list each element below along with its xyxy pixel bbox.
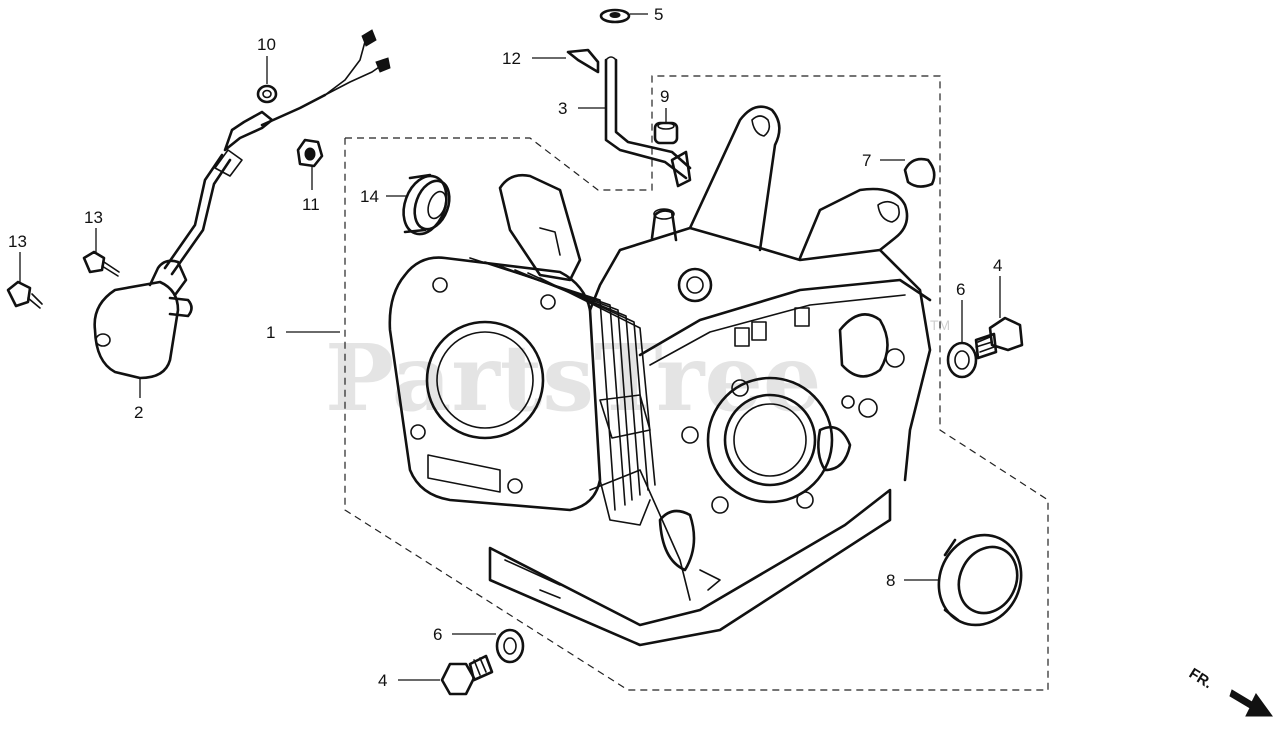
washer-bottom: [495, 628, 525, 664]
breather-pipe: [604, 56, 692, 188]
oil-level-switch: [93, 29, 391, 380]
grommet: [653, 121, 679, 145]
bolt-mid: [82, 250, 120, 277]
callout-7: 7: [862, 151, 871, 170]
front-direction-indicator: FR.: [1186, 665, 1273, 717]
flange-bolt-right: [974, 316, 1024, 360]
callout-4-bottom: 4: [378, 671, 387, 690]
callout-9: 9: [660, 87, 669, 106]
callout-11: 11: [302, 195, 320, 214]
crankcase-cylinder-block: [388, 105, 932, 647]
washer: [256, 84, 278, 104]
callout-12: 12: [502, 49, 521, 68]
bolt-left: [6, 280, 43, 309]
callout-13-mid: 13: [84, 208, 103, 227]
leader-lines: [19, 13, 1001, 681]
callout-3: 3: [558, 99, 567, 118]
callout-2: 2: [134, 403, 143, 422]
front-arrow-icon: [1229, 689, 1273, 717]
callout-8: 8: [886, 571, 895, 590]
callout-6-bottom: 6: [433, 625, 442, 644]
callout-13-left: 13: [8, 232, 27, 251]
front-label: FR.: [1186, 665, 1216, 692]
callout-labels: 1 2 3 4 4 5 6 6 7 8 9 10 11 12 13 13 14: [8, 5, 1002, 690]
callout-14: 14: [360, 187, 379, 206]
callout-4-right: 4: [993, 256, 1002, 275]
callout-6-right: 6: [956, 280, 965, 299]
oil-seal: [937, 533, 1023, 627]
plug: [903, 157, 936, 188]
collar-nut: [296, 138, 324, 168]
clip: [566, 48, 600, 74]
cap: [599, 8, 631, 24]
watermark-text: PartsTree: [325, 324, 821, 432]
callout-5: 5: [654, 5, 663, 24]
bearing: [402, 173, 451, 236]
callout-10: 10: [257, 35, 276, 54]
washer-right: [946, 341, 978, 379]
flange-bolt-bottom: [440, 654, 494, 696]
assembly-boundary: [344, 75, 1049, 691]
callout-1: 1: [266, 323, 275, 342]
